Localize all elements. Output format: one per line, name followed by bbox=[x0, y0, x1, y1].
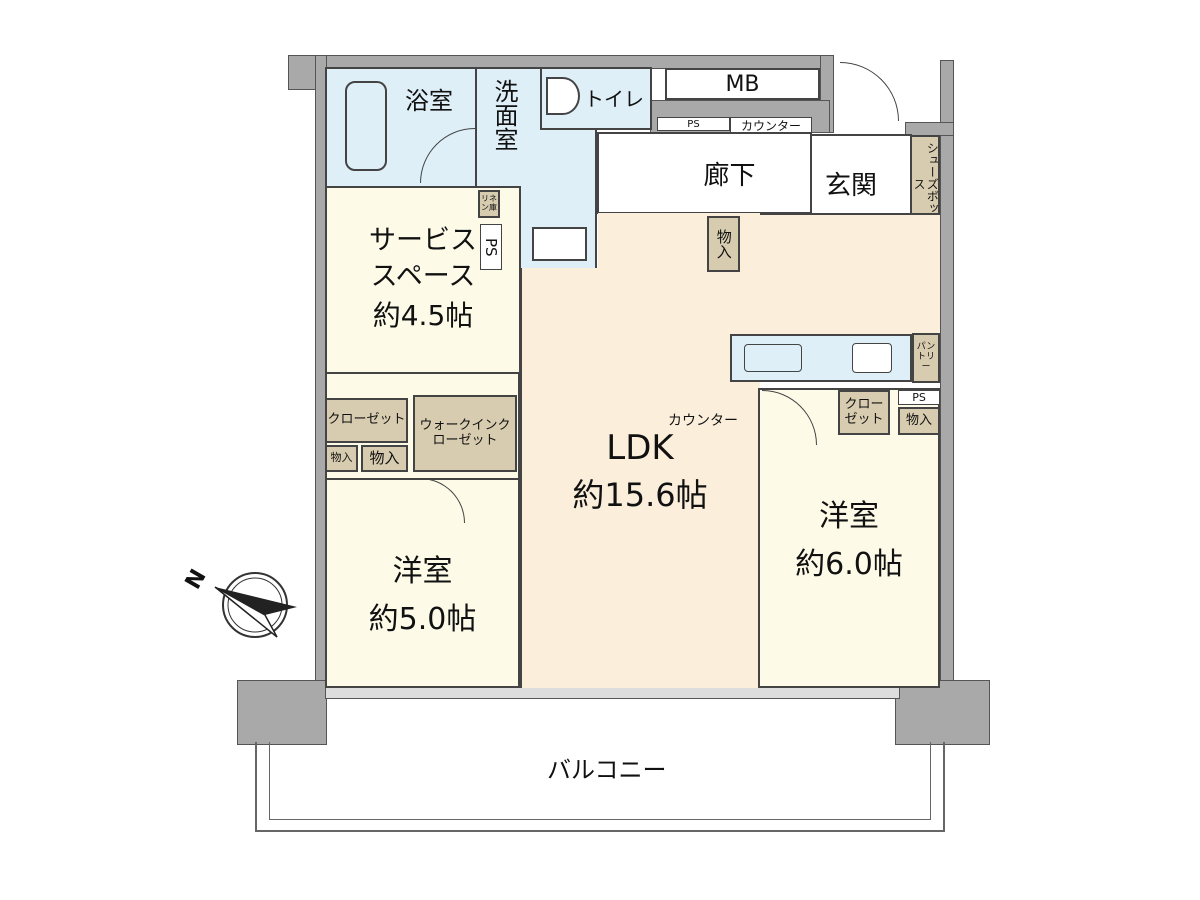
balcony-inner bbox=[269, 742, 931, 820]
counter-top: カウンター bbox=[730, 117, 812, 133]
kitchen-sink-icon bbox=[744, 344, 802, 372]
washroom-label: 洗面室 bbox=[490, 79, 518, 151]
pantry-label: パントリー bbox=[916, 342, 936, 372]
ldk-label: LDK bbox=[606, 428, 674, 468]
toilet-label: トイレ bbox=[584, 87, 644, 111]
storage-right: 物入 bbox=[898, 407, 940, 435]
bathroom-label: 浴室 bbox=[405, 87, 453, 115]
linen-closet: リネン庫 bbox=[478, 190, 500, 218]
western-left-size: 約5.0帖 bbox=[368, 601, 477, 637]
storage-right-label: 物入 bbox=[905, 412, 932, 428]
linen-label: リネン庫 bbox=[481, 194, 497, 212]
compass-icon bbox=[214, 572, 297, 638]
ldk-counter-label: カウンター bbox=[668, 413, 738, 429]
western-left-label: 洋室 bbox=[392, 553, 453, 589]
walk-in-closet-label: ウォークインクローゼット bbox=[419, 418, 511, 448]
pantry: パントリー bbox=[912, 333, 940, 383]
ps-right: PS bbox=[898, 390, 940, 405]
mb-box: MB bbox=[665, 68, 820, 100]
toilet-icon bbox=[546, 77, 580, 115]
ps-top: PS bbox=[657, 117, 730, 131]
entrance-wall bbox=[905, 122, 954, 136]
walk-in-closet: ウォークインクローゼット bbox=[413, 395, 517, 472]
storage-left-1-label: 物入 bbox=[330, 451, 353, 465]
entrance-door[interactable] bbox=[840, 62, 900, 122]
kitchen-counter bbox=[730, 334, 912, 382]
balcony: バルコニー bbox=[255, 742, 945, 832]
balcony-label: バルコニー bbox=[547, 756, 667, 784]
closet-right: クローゼット bbox=[838, 390, 890, 435]
hall-storage: 物入 bbox=[707, 216, 740, 272]
sink-icon bbox=[532, 227, 587, 261]
shoebox-label: シューズボックス bbox=[912, 141, 940, 226]
pillar-left bbox=[237, 680, 327, 745]
toilet: トイレ bbox=[540, 67, 652, 130]
western-right-size: 約6.0帖 bbox=[795, 546, 903, 582]
hallway-label: 廊下 bbox=[703, 160, 756, 191]
hallway: 廊下 bbox=[597, 132, 812, 214]
pillar-right bbox=[895, 680, 990, 745]
service-space-size: 約4.5帖 bbox=[372, 299, 474, 333]
ps-wash: PS bbox=[480, 224, 502, 270]
ps-right-label: PS bbox=[912, 391, 926, 404]
ldk-label-group: LDK 約15.6帖 bbox=[560, 425, 720, 517]
compass: N bbox=[181, 565, 305, 645]
service-space-label-2: スペース bbox=[370, 261, 476, 292]
mb-label: MB bbox=[725, 71, 760, 97]
stove-icon bbox=[852, 343, 892, 373]
ps-wash-label: PS bbox=[482, 237, 500, 257]
closet-left-label: クローゼット bbox=[327, 412, 406, 428]
storage-left-2-label: 物入 bbox=[369, 449, 400, 468]
storage-left-1: 物入 bbox=[325, 445, 358, 472]
ps-top-label: PS bbox=[687, 118, 700, 130]
entrance-label: 玄関 bbox=[824, 170, 877, 201]
counter-top-label: カウンター bbox=[740, 118, 801, 133]
ldk-size: 約15.6帖 bbox=[572, 475, 708, 514]
western-right-label: 洋室 bbox=[819, 498, 879, 534]
hall-storage-label: 物入 bbox=[714, 229, 733, 259]
right-wall bbox=[940, 60, 954, 690]
service-space-label: サービス bbox=[369, 224, 477, 256]
storage-left-2: 物入 bbox=[361, 445, 408, 472]
bathtub-icon bbox=[345, 81, 387, 171]
closet-right-label: クローゼット bbox=[844, 397, 884, 427]
closet-left: クローゼット bbox=[325, 398, 408, 443]
